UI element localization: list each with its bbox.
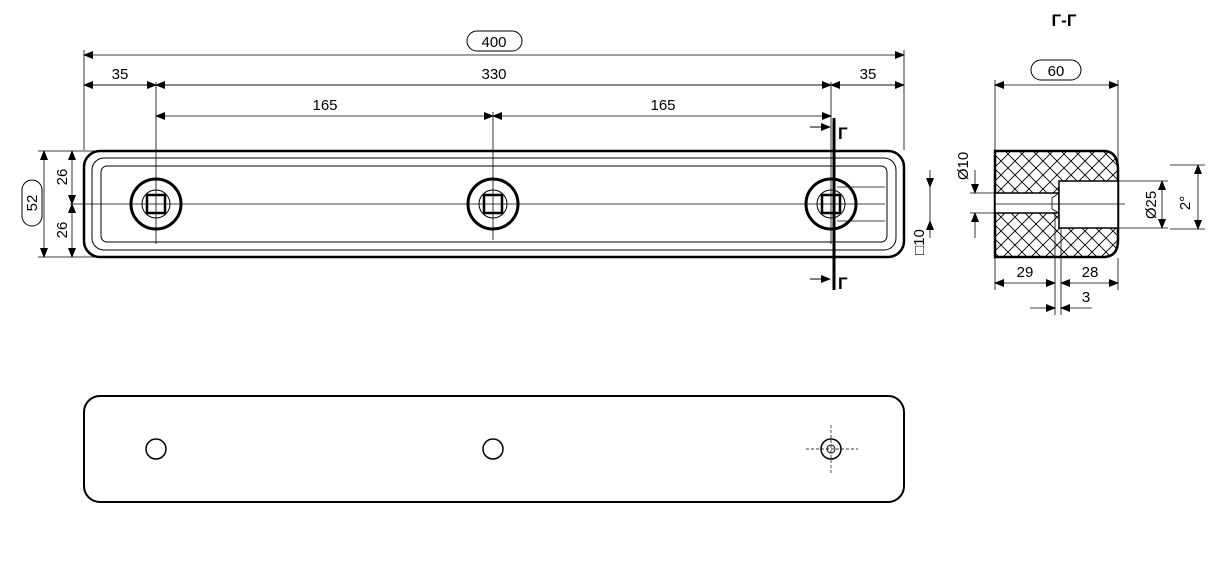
svg-text:2°: 2° bbox=[1177, 196, 1194, 210]
svg-text:Ø10: Ø10 bbox=[955, 152, 972, 180]
svg-text:165: 165 bbox=[650, 97, 675, 114]
dim-overall-width: 52 bbox=[21, 150, 48, 258]
dim-chain-row: 35 330 35 bbox=[83, 66, 905, 89]
svg-text:400: 400 bbox=[481, 34, 506, 51]
dim-half-spans: 165 165 bbox=[155, 97, 832, 120]
bottom-hole-middle bbox=[482, 438, 504, 460]
svg-text:29: 29 bbox=[1017, 264, 1034, 281]
dim-half-widths: 26 26 bbox=[54, 150, 76, 258]
dim-section-lengths: 29 28 bbox=[994, 264, 1119, 287]
bottom-view bbox=[83, 395, 905, 503]
dim-section-height: 60 bbox=[994, 59, 1119, 89]
svg-text:26: 26 bbox=[54, 222, 71, 239]
plan-view: Г Г 400 35 330 35 165 bbox=[21, 30, 934, 293]
section-marker-top: Г bbox=[810, 123, 848, 143]
section-marker-bottom: Г bbox=[810, 274, 848, 293]
svg-text:165: 165 bbox=[312, 97, 337, 114]
dim-counterbore-diameter: Ø25 bbox=[1119, 180, 1168, 229]
bottom-outline bbox=[83, 395, 905, 503]
bottom-hole-left bbox=[145, 438, 167, 460]
svg-text:Ø25: Ø25 bbox=[1143, 191, 1160, 219]
mount-hole-right bbox=[804, 82, 885, 290]
bore-hole bbox=[994, 192, 1060, 214]
section-view: Г-Г 60 Ø10 Ø25 bbox=[955, 11, 1205, 315]
counterbore bbox=[1058, 180, 1119, 229]
dim-gap: 3 bbox=[1030, 289, 1092, 312]
svg-text:28: 28 bbox=[1082, 264, 1099, 281]
svg-text:□10: □10 bbox=[911, 229, 928, 255]
svg-text:52: 52 bbox=[24, 195, 41, 212]
bottom-hole-right bbox=[806, 425, 858, 474]
svg-text:60: 60 bbox=[1048, 63, 1065, 80]
svg-text:35: 35 bbox=[860, 66, 877, 83]
dim-hole-diameter: Ø10 bbox=[955, 152, 994, 238]
svg-text:Г: Г bbox=[838, 124, 848, 143]
svg-text:26: 26 bbox=[54, 169, 71, 186]
dim-taper-angle: 2° bbox=[1170, 164, 1205, 230]
dim-overall-length: 400 bbox=[83, 30, 905, 59]
mount-hole-left bbox=[129, 82, 183, 244]
svg-text:Г: Г bbox=[838, 274, 848, 293]
section-title: Г-Г bbox=[1052, 11, 1077, 30]
svg-text:35: 35 bbox=[112, 66, 129, 83]
mount-hole-middle bbox=[466, 112, 520, 240]
svg-text:330: 330 bbox=[481, 66, 506, 83]
dim-square-hole: □10 bbox=[911, 170, 934, 255]
svg-text:3: 3 bbox=[1082, 289, 1090, 306]
